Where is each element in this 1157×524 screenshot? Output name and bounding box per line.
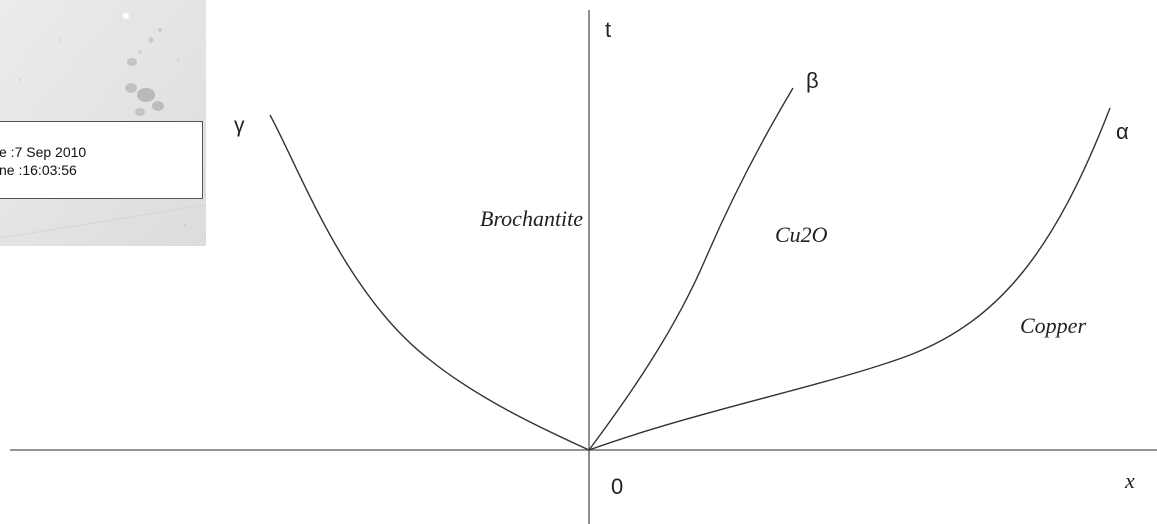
- origin-label: 0: [611, 474, 624, 499]
- photo-time-text: ne :16:03:56: [0, 162, 77, 178]
- curve-gamma: [269, 114, 590, 451]
- curve-label-gamma: γ: [234, 114, 245, 137]
- curve-alpha: [588, 107, 1111, 451]
- region-label-cu2o: Cu2O: [775, 222, 828, 247]
- axis-label-t: t: [605, 17, 612, 42]
- curve-label-beta: β: [806, 68, 819, 93]
- sem-photo-fragment: e :7 Sep 2010 ne :16:03:56: [0, 0, 206, 246]
- photo-info-box: e :7 Sep 2010 ne :16:03:56: [0, 121, 203, 199]
- region-label-copper: Copper: [1020, 313, 1086, 338]
- curve-label-alpha: α: [1116, 119, 1129, 144]
- axis-label-x: x: [1125, 468, 1135, 493]
- photo-date-text: e :7 Sep 2010: [0, 144, 87, 160]
- region-label-brochantite: Brochantite: [480, 206, 584, 231]
- curve-beta: [588, 87, 794, 451]
